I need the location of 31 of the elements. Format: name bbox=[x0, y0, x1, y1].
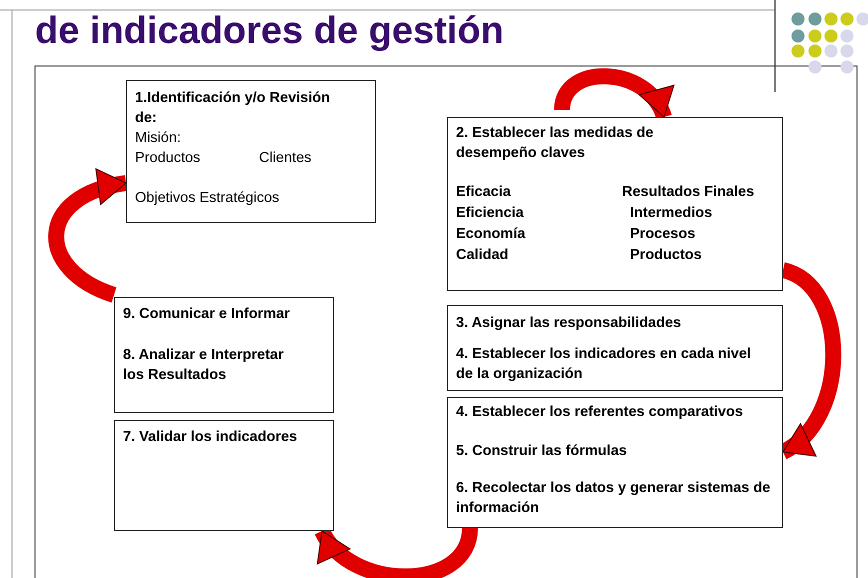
step-text: 6. Recolectar los datos y generar sistemas de información bbox=[456, 479, 772, 518]
step-text: Productos bbox=[135, 149, 202, 168]
step-text: 5. Construir las fórmulas bbox=[456, 442, 628, 461]
process-box bbox=[447, 117, 783, 291]
step-text: Objetivos Estratégicos bbox=[135, 189, 280, 208]
step-text: 8. Analizar e Interpretar los Resultados bbox=[123, 346, 285, 385]
step-text: 7. Validar los indicadores bbox=[123, 428, 298, 447]
step-text: 1.Identificación y/o Revisión de: bbox=[135, 89, 331, 128]
step-text: 9. Comunicar e Informar bbox=[123, 305, 291, 324]
step-text: 2. Establecer las medidas de desempeño claves bbox=[456, 124, 654, 163]
step-text: 4. Establecer los indicadores en cada nivel de la organización bbox=[456, 345, 752, 384]
step-text: Eficiencia bbox=[456, 204, 525, 223]
process-box bbox=[126, 80, 376, 223]
process-box bbox=[114, 420, 334, 531]
step-text: Resultados Finales bbox=[622, 183, 756, 202]
step-text: Productos bbox=[630, 246, 703, 265]
step-text: Misión: bbox=[135, 129, 182, 148]
step-text: Clientes bbox=[259, 149, 312, 168]
title: de indicadores de gestión bbox=[35, 10, 504, 53]
curved-arrow bbox=[48, 170, 128, 302]
process-box bbox=[447, 397, 783, 528]
step-text: Calidad bbox=[456, 246, 510, 265]
step-text: Procesos bbox=[630, 225, 696, 244]
step-text: Intermedios bbox=[630, 204, 714, 223]
step-text: Eficacia bbox=[456, 183, 512, 202]
step-text: 3. Asignar las responsabilidades bbox=[456, 314, 682, 333]
step-text: Economía bbox=[456, 225, 526, 244]
process-box bbox=[447, 305, 783, 391]
curved-arrow bbox=[315, 526, 478, 578]
step-text: 4. Establecer los referentes comparativos bbox=[456, 403, 744, 422]
process-box bbox=[114, 297, 334, 413]
